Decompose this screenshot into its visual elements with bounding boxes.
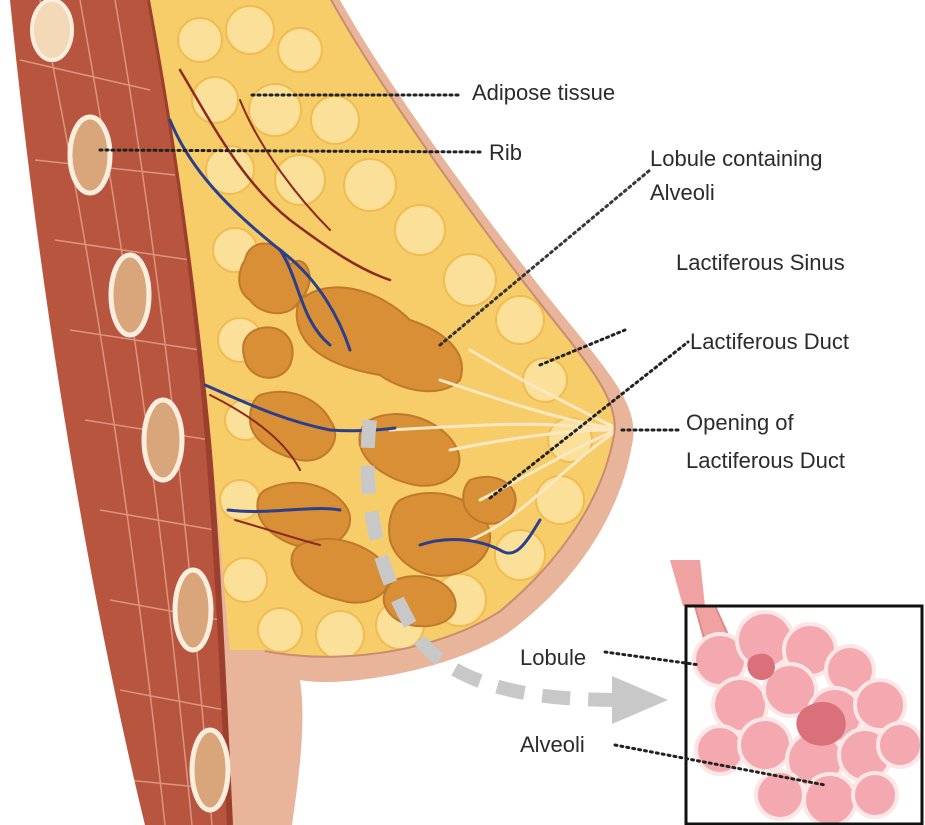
label-adipose-tissue: Adipose tissue xyxy=(472,80,615,105)
label-lobule-containing-alveoli-line2: Alveoli xyxy=(650,180,715,205)
label-lactiferous-duct: Lactiferous Duct xyxy=(690,329,849,354)
label-rib: Rib xyxy=(489,140,522,165)
label-lactiferous-sinus: Lactiferous Sinus xyxy=(676,250,845,275)
rib xyxy=(175,570,211,650)
rib xyxy=(192,730,228,810)
label-opening-line1: Opening of xyxy=(686,410,795,435)
label-inset-lobule: Lobule xyxy=(520,645,586,670)
rib xyxy=(111,255,149,335)
label-inset-alveoli: Alveoli xyxy=(520,732,585,757)
lobule-inset xyxy=(670,560,922,825)
label-opening-line2: Lactiferous Duct xyxy=(686,448,845,473)
label-lobule-containing-alveoli-line1: Lobule containing xyxy=(650,146,822,171)
rib xyxy=(144,400,182,480)
lobule xyxy=(243,327,293,377)
rib xyxy=(32,0,72,60)
rib xyxy=(70,117,110,193)
